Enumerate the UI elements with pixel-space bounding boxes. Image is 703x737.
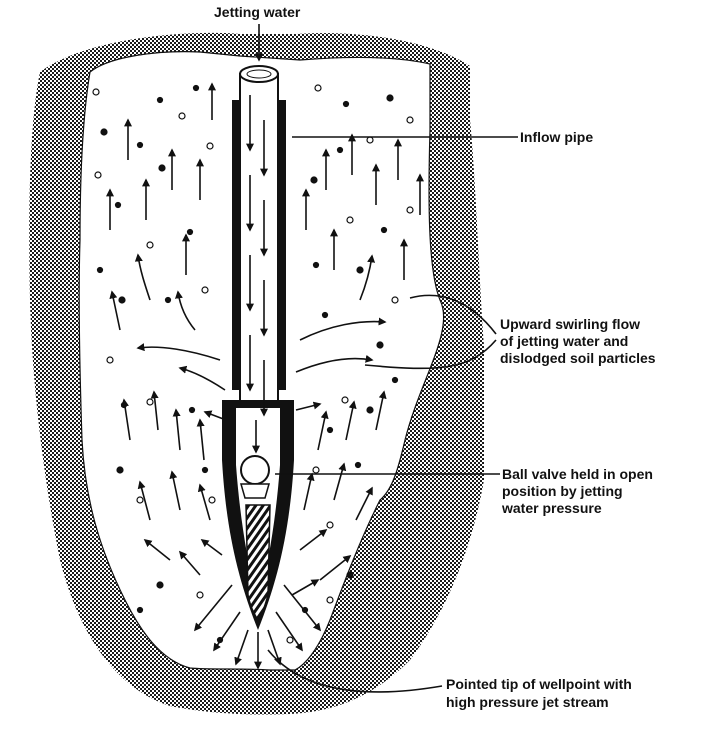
- label-ball-valve-line2: position by jetting: [502, 483, 623, 499]
- ball-valve: [241, 456, 269, 484]
- label-jetting-water: Jetting water: [214, 4, 300, 20]
- label-swirl-line2: of jetting water and: [500, 333, 628, 349]
- label-inflow-pipe: Inflow pipe: [520, 129, 593, 145]
- label-pointed-tip-line1: Pointed tip of wellpoint with: [446, 676, 632, 692]
- label-ball-valve-line3: water pressure: [502, 500, 602, 516]
- label-swirl-line3: dislodged soil particles: [500, 350, 656, 366]
- label-pointed-tip-line2: high pressure jet stream: [446, 694, 609, 710]
- label-ball-valve-line1: Ball valve held in open: [502, 466, 653, 482]
- wellpoint-screen: [246, 505, 270, 620]
- label-swirl-line1: Upward swirling flow: [500, 316, 640, 332]
- inflow-pipe: [232, 66, 286, 414]
